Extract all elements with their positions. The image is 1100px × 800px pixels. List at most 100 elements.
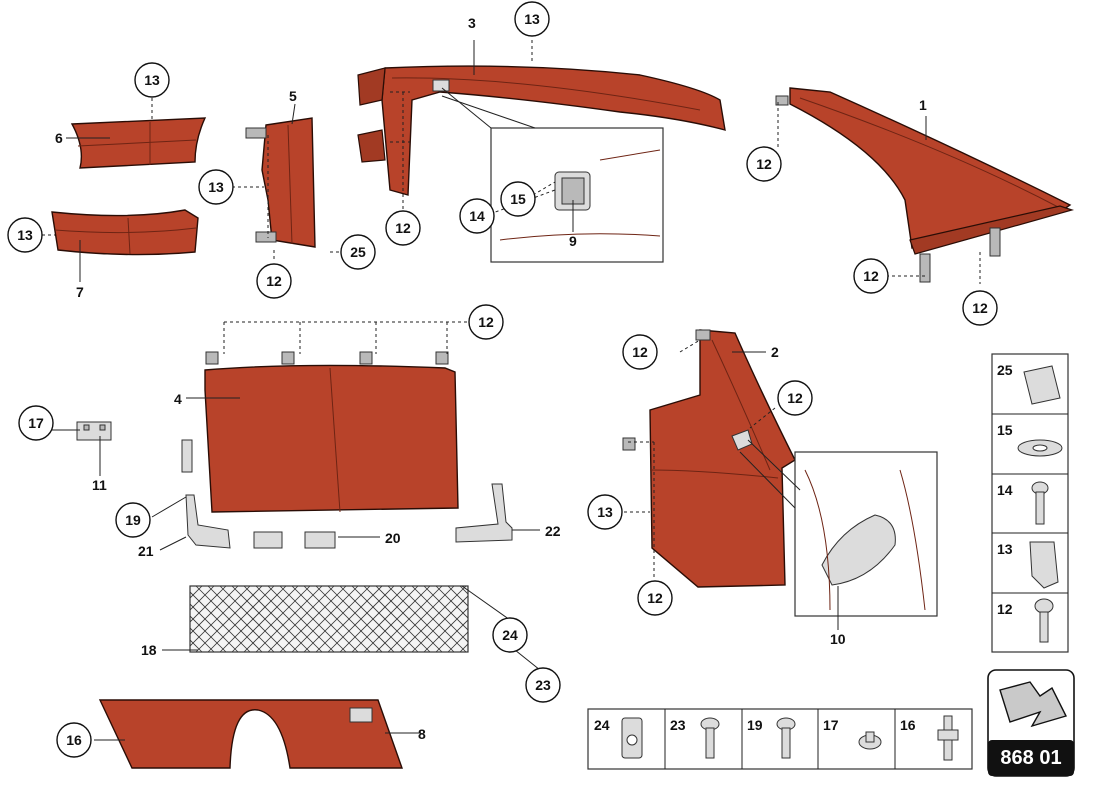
legend-bottom: 24 23 19 17 16 (587, 708, 973, 770)
trim-panel-5 (245, 117, 316, 248)
svg-text:12: 12 (787, 390, 803, 406)
svg-text:15: 15 (510, 191, 526, 207)
svg-text:16: 16 (66, 732, 82, 748)
legend-bottom-0: 24 (594, 717, 610, 733)
callout-24: 24 (492, 617, 528, 653)
part-label-4: 4 (174, 391, 182, 407)
nut-clip-icon (621, 717, 643, 759)
callout-12: 12 (468, 304, 504, 340)
trim-panel-2 (622, 329, 796, 588)
part-label-8: 8 (418, 726, 426, 742)
svg-text:13: 13 (144, 72, 160, 88)
trim-panel-4 (204, 351, 459, 513)
part-label-20: 20 (385, 530, 401, 546)
svg-text:12: 12 (972, 300, 988, 316)
svg-text:17: 17 (28, 415, 44, 431)
bracket-set (181, 439, 513, 549)
svg-text:13: 13 (597, 504, 613, 520)
svg-text:13: 13 (17, 227, 33, 243)
detail-box-9 (441, 87, 664, 263)
callout-13: 13 (587, 494, 623, 530)
part-label-7: 7 (76, 284, 84, 300)
reference-code: 868 01 (1000, 747, 1061, 769)
legend-right-2: 14 (997, 482, 1013, 498)
svg-text:12: 12 (478, 314, 494, 330)
detail-box-10 (739, 439, 938, 617)
part-labels: 1 2 3 4 5 6 7 8 9 10 11 20 21 22 18 (55, 15, 927, 742)
svg-text:13: 13 (524, 11, 540, 27)
navigation-arrow-icon (999, 681, 1068, 728)
callout-13: 13 (134, 62, 170, 98)
callout-15: 15 (500, 181, 536, 217)
bolt-icon (1034, 598, 1054, 643)
callout-14: 14 (459, 198, 495, 234)
callout-13: 13 (7, 217, 43, 253)
part-label-21: 21 (138, 543, 154, 559)
washer-icon (1017, 439, 1063, 457)
screw-icon (700, 717, 720, 759)
screw-icon (1031, 481, 1049, 525)
legend-bottom-3: 17 (823, 717, 839, 733)
trim-panel-1 (775, 87, 1075, 283)
callout-12: 12 (962, 290, 998, 326)
svg-text:12: 12 (266, 273, 282, 289)
part-label-10: 10 (830, 631, 846, 647)
legend-bottom-1: 23 (670, 717, 686, 733)
svg-text:12: 12 (756, 156, 772, 172)
svg-text:12: 12 (395, 220, 411, 236)
trim-panel-7 (51, 209, 199, 256)
hinge-11 (76, 421, 112, 441)
reference-badge: 868 01 (987, 669, 1075, 777)
svg-text:25: 25 (350, 244, 366, 260)
svg-text:12: 12 (647, 590, 663, 606)
svg-text:24: 24 (502, 627, 518, 643)
svg-text:13: 13 (208, 179, 224, 195)
callout-13: 13 (198, 169, 234, 205)
callout-12: 12 (622, 334, 658, 370)
callout-12: 12 (777, 380, 813, 416)
legend-right-0: 25 (997, 362, 1013, 378)
callout-13: 13 (514, 1, 550, 37)
part-label-22: 22 (545, 523, 561, 539)
svg-text:12: 12 (863, 268, 879, 284)
part-label-1: 1 (919, 97, 927, 113)
callout-25: 25 (340, 234, 376, 270)
leader-lines (42, 40, 981, 741)
part-label-18: 18 (141, 642, 157, 658)
callout-16: 16 (56, 722, 92, 758)
callout-12: 12 (637, 580, 673, 616)
clip-icon (1029, 541, 1059, 589)
block-icon (1023, 365, 1061, 405)
part-label-6: 6 (55, 130, 63, 146)
callouts: 13 13 13 13 13 12 12 12 12 12 12 12 12 1… (7, 1, 998, 758)
part-label-9: 9 (569, 233, 577, 249)
rivet-icon (858, 731, 882, 750)
callout-19: 19 (115, 502, 151, 538)
part-label-11: 11 (92, 477, 107, 493)
legend-right-3: 13 (997, 541, 1013, 557)
callout-17: 17 (18, 405, 54, 441)
trim-panel-8 (98, 699, 403, 769)
stud-icon (937, 715, 959, 761)
legend-right-1: 15 (997, 422, 1013, 438)
part-label-5: 5 (289, 88, 297, 104)
callout-12: 12 (256, 263, 292, 299)
legend-bottom-2: 19 (747, 717, 763, 733)
legend-right-4: 12 (997, 601, 1013, 617)
callout-12: 12 (746, 146, 782, 182)
callout-23: 23 (525, 667, 561, 703)
part-label-2: 2 (771, 344, 779, 360)
callout-12: 12 (385, 210, 421, 246)
svg-text:14: 14 (469, 208, 485, 224)
legend-right: 25 15 14 13 12 (991, 353, 1069, 653)
trim-panel-6 (70, 117, 207, 169)
svg-text:12: 12 (632, 344, 648, 360)
svg-text:23: 23 (535, 677, 551, 693)
cargo-net-18 (189, 585, 469, 653)
trim-panel-3 (357, 65, 726, 196)
callout-12: 12 (853, 258, 889, 294)
part-label-3: 3 (468, 15, 476, 31)
screw-icon (776, 717, 796, 759)
legend-bottom-4: 16 (900, 717, 916, 733)
